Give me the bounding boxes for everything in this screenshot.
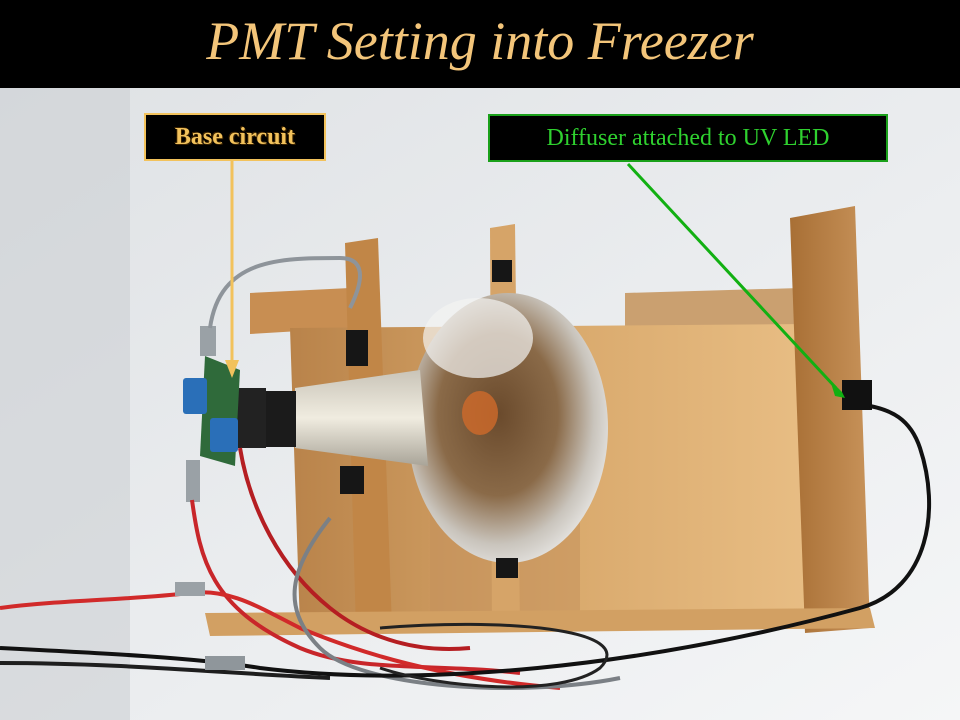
freezer-left-wall [0,88,130,720]
gray-cable-top [208,255,362,329]
clip-bottom-right [496,558,518,578]
wood-front-rim [205,608,875,636]
title-bar: PMT Setting into Freezer [0,0,960,88]
uv-led-holder [842,380,872,410]
red-cable-2 [0,590,561,690]
capacitor-bottom [210,418,238,452]
bulb-highlight [423,298,533,378]
pmt-neck [295,370,428,466]
diffuser-label: Diffuser attached to UV LED [488,114,888,162]
diffuser-label-text: Diffuser attached to UV LED [546,124,830,151]
capacitor-top [183,378,207,414]
base-circuit-label-text: Base circuit [174,123,296,150]
clip-bottom-left [340,466,364,494]
clip-top-right [492,260,512,282]
pmt-photo-illustration [0,88,960,720]
red-cable-3 [238,447,471,652]
bulb-reflection [462,391,498,435]
photo-pmt-setup [0,88,960,720]
base-circuit-label: Base circuit [144,113,326,161]
clip-top-left [346,330,368,366]
black-cable-loop [379,622,609,689]
bnc-connector-2 [205,656,245,670]
black-cable-led [0,404,932,678]
black-cable-front [0,661,331,680]
red-cable-1 [190,499,521,675]
slide-title: PMT Setting into Freezer [206,11,754,71]
pmt-socket [262,391,296,447]
bnc-connector-1 [175,582,205,596]
wood-panel-back-left [250,288,350,334]
connector-bottom [186,460,200,502]
connector-top [200,326,216,356]
